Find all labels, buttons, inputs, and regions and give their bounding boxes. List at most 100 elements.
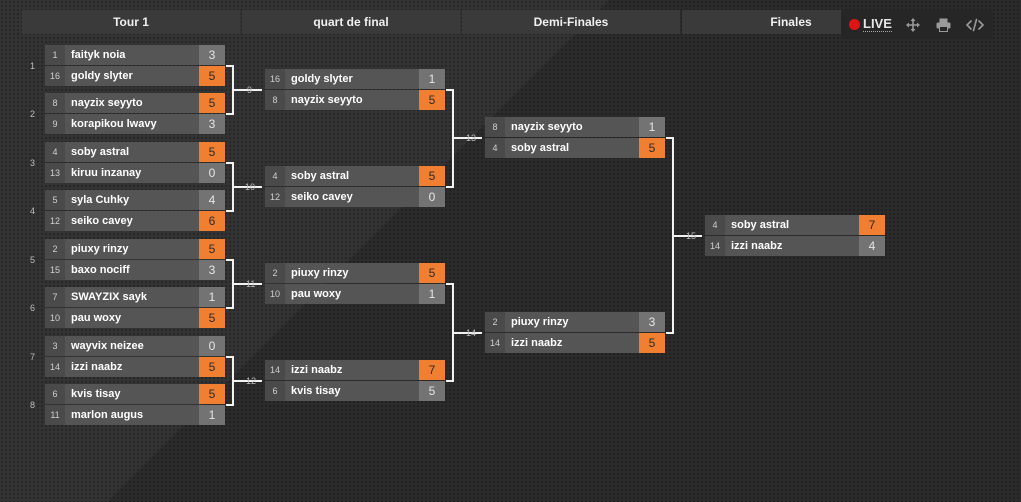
- team-seed: 8: [45, 93, 65, 113]
- group-label-6: 6: [30, 303, 36, 313]
- team-row-top[interactable]: 8 nayzix seyyto 1: [485, 117, 665, 137]
- bracket-toolbar: LIVE: [841, 10, 993, 39]
- team-score: 5: [199, 66, 225, 86]
- match-number-11: 11: [246, 279, 256, 289]
- group-label-8: 8: [30, 400, 36, 410]
- team-score: 3: [199, 260, 225, 280]
- team-row-top[interactable]: 1 faityk noia 3: [45, 45, 225, 65]
- team-score: 0: [199, 163, 225, 183]
- match-card-m15[interactable]: 4 soby astral 7 14 izzi naabz 4: [705, 215, 885, 257]
- match-number-14: 14: [466, 328, 477, 338]
- team-row-bottom[interactable]: 15 baxo nociff 3: [45, 260, 225, 280]
- live-indicator-icon: [849, 19, 860, 30]
- team-seed: 14: [45, 357, 65, 377]
- team-row-bottom[interactable]: 6 kvis tisay 5: [265, 381, 445, 401]
- team-row-bottom[interactable]: 4 soby astral 5: [485, 138, 665, 158]
- group-label-4: 4: [30, 206, 36, 216]
- team-row-top[interactable]: 7 SWAYZIX sayk 1: [45, 287, 225, 307]
- team-row-bottom[interactable]: 10 pau woxy 1: [265, 284, 445, 304]
- embed-code-icon[interactable]: [965, 15, 985, 35]
- match-card-m10[interactable]: 4 soby astral 5 12 seiko cavey 0: [265, 166, 445, 208]
- match-card-m1[interactable]: 1 faityk noia 3 16 goldy slyter 5: [45, 45, 225, 87]
- team-name: seiko cavey: [71, 215, 133, 227]
- team-score: 5: [199, 357, 225, 377]
- team-row-top[interactable]: 2 piuxy rinzy 5: [45, 239, 225, 259]
- team-name: soby astral: [511, 142, 570, 154]
- team-score: 5: [199, 93, 225, 113]
- team-name: faityk noia: [71, 49, 126, 61]
- team-score: 5: [199, 142, 225, 162]
- team-row-top[interactable]: 3 wayvix neizee 0: [45, 336, 225, 356]
- match-card-m7[interactable]: 3 wayvix neizee 0 14 izzi naabz 5: [45, 336, 225, 378]
- team-row-top[interactable]: 4 soby astral 5: [265, 166, 445, 186]
- team-row-top[interactable]: 2 piuxy rinzy 5: [265, 263, 445, 283]
- team-name: goldy slyter: [291, 73, 353, 85]
- match-card-m11[interactable]: 2 piuxy rinzy 5 10 pau woxy 1: [265, 263, 445, 305]
- team-name: wayvix neizee: [71, 340, 144, 352]
- team-name: seiko cavey: [291, 191, 353, 203]
- team-seed: 5: [45, 190, 65, 210]
- team-row-top[interactable]: 4 soby astral 5: [45, 142, 225, 162]
- team-row-bottom[interactable]: 12 seiko cavey 0: [265, 187, 445, 207]
- match-card-m14[interactable]: 2 piuxy rinzy 3 14 izzi naabz 5: [485, 312, 665, 354]
- team-row-bottom[interactable]: 16 goldy slyter 5: [45, 66, 225, 86]
- team-seed: 8: [485, 117, 505, 137]
- match-card-m2[interactable]: 8 nayzix seyyto 5 9 korapikou lwavy 3: [45, 93, 225, 135]
- team-row-bottom[interactable]: 8 nayzix seyyto 5: [265, 90, 445, 110]
- team-score: 3: [199, 45, 225, 65]
- team-row-top[interactable]: 5 syla Cuhky 4: [45, 190, 225, 210]
- match-card-m12[interactable]: 14 izzi naabz 7 6 kvis tisay 5: [265, 360, 445, 402]
- live-button[interactable]: LIVE: [849, 17, 892, 32]
- team-name: SWAYZIX sayk: [71, 291, 148, 303]
- team-row-top[interactable]: 4 soby astral 7: [705, 215, 885, 235]
- team-row-top[interactable]: 2 piuxy rinzy 3: [485, 312, 665, 332]
- match-card-m3[interactable]: 4 soby astral 5 13 kiruu inzanay 0: [45, 142, 225, 184]
- team-name: soby astral: [731, 219, 790, 231]
- team-name: soby astral: [71, 146, 130, 158]
- team-name: nayzix seyyto: [511, 121, 583, 133]
- team-name: nayzix seyyto: [71, 97, 143, 109]
- team-row-bottom[interactable]: 12 seiko cavey 6: [45, 211, 225, 231]
- team-row-bottom[interactable]: 11 marlon augus 1: [45, 405, 225, 425]
- team-score: 0: [199, 336, 225, 356]
- team-seed: 14: [705, 236, 725, 256]
- team-row-bottom[interactable]: 10 pau woxy 5: [45, 308, 225, 328]
- move-icon[interactable]: [903, 15, 923, 35]
- team-row-bottom[interactable]: 14 izzi naabz 4: [705, 236, 885, 256]
- match-card-m13[interactable]: 8 nayzix seyyto 1 4 soby astral 5: [485, 117, 665, 159]
- team-row-top[interactable]: 14 izzi naabz 7: [265, 360, 445, 380]
- team-score: 1: [199, 287, 225, 307]
- match-card-m9[interactable]: 16 goldy slyter 1 8 nayzix seyyto 5: [265, 69, 445, 111]
- team-name: marlon augus: [71, 409, 144, 421]
- match-number-10: 10: [245, 182, 256, 192]
- team-row-top[interactable]: 16 goldy slyter 1: [265, 69, 445, 89]
- match-number-13: 13: [466, 133, 477, 143]
- team-row-bottom[interactable]: 14 izzi naabz 5: [485, 333, 665, 353]
- team-seed: 3: [45, 336, 65, 356]
- team-seed: 2: [45, 239, 65, 259]
- team-row-bottom[interactable]: 14 izzi naabz 5: [45, 357, 225, 377]
- team-score: 5: [199, 384, 225, 404]
- team-score: 7: [859, 215, 885, 235]
- match-card-m6[interactable]: 7 SWAYZIX sayk 1 10 pau woxy 5: [45, 287, 225, 329]
- match-card-m8[interactable]: 6 kvis tisay 5 11 marlon augus 1: [45, 384, 225, 426]
- team-row-top[interactable]: 6 kvis tisay 5: [45, 384, 225, 404]
- team-score: 5: [199, 239, 225, 259]
- live-label: LIVE: [863, 16, 892, 32]
- team-name: piuxy rinzy: [71, 243, 129, 255]
- print-icon[interactable]: [934, 15, 954, 35]
- round-header-2: quart de final: [242, 10, 460, 34]
- team-score: 0: [419, 187, 445, 207]
- match-card-m4[interactable]: 5 syla Cuhky 4 12 seiko cavey 6: [45, 190, 225, 232]
- team-row-bottom[interactable]: 9 korapikou lwavy 3: [45, 114, 225, 134]
- team-name: soby astral: [291, 170, 350, 182]
- team-seed: 10: [265, 284, 285, 304]
- round-header-1: Tour 1: [22, 10, 240, 34]
- team-seed: 12: [45, 211, 65, 231]
- team-row-bottom[interactable]: 13 kiruu inzanay 0: [45, 163, 225, 183]
- team-name: syla Cuhky: [71, 194, 130, 206]
- team-seed: 13: [45, 163, 65, 183]
- team-row-top[interactable]: 8 nayzix seyyto 5: [45, 93, 225, 113]
- match-card-m5[interactable]: 2 piuxy rinzy 5 15 baxo nociff 3: [45, 239, 225, 281]
- group-label-5: 5: [30, 255, 36, 265]
